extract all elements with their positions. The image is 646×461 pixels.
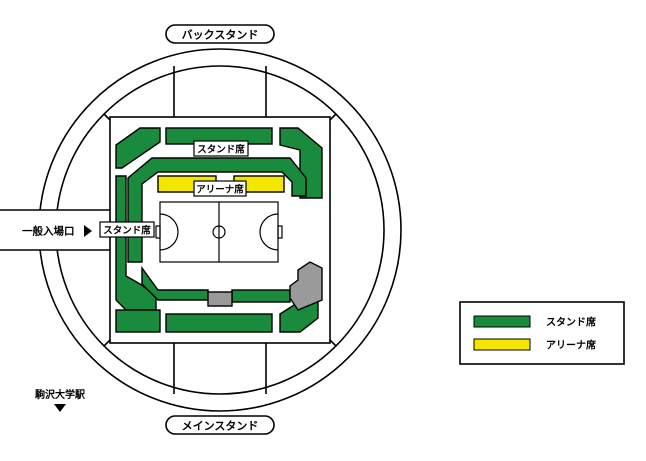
legend: スタンド席 アリーナ席: [459, 301, 625, 365]
gray-section-right: [289, 261, 323, 311]
entrance-label: 一般入場口: [22, 225, 92, 238]
stand-seat-left-label: スタンド席: [99, 221, 155, 238]
main-stand-label: メインスタンド: [165, 415, 275, 435]
arena-seat-label: アリーナ席: [193, 180, 247, 197]
arena-seat-text: アリーナ席: [196, 184, 244, 196]
legend-box: [459, 301, 625, 365]
stand-section-inner-curve: [127, 157, 307, 263]
triangle-right-icon: [84, 225, 92, 237]
stand-section-top-right: [279, 127, 323, 199]
stand-section-top-left: [115, 127, 161, 169]
gray-sections: [207, 261, 323, 311]
court: [155, 201, 283, 263]
gray-section-bottom: [207, 291, 233, 307]
back-stand-text: バックスタンド: [182, 29, 259, 42]
legend-swatch-arena: [473, 338, 531, 351]
back-stand-label: バックスタンド: [165, 24, 275, 44]
legend-label-stand: スタンド席: [546, 316, 596, 329]
triangle-down-icon: [54, 404, 66, 412]
stand-section-bottom-left-edge: [115, 309, 161, 333]
stand-seat-left-text: スタンド席: [103, 225, 151, 237]
station-label: 駒沢大学駅: [34, 388, 86, 412]
entrance-corridor: [0, 209, 118, 251]
legend-label-arena: アリーナ席: [546, 339, 596, 352]
stand-seat-top-label: スタンド席: [193, 140, 249, 157]
stand-seat-top-text: スタンド席: [197, 144, 245, 156]
entrance-text: 一般入場口: [22, 225, 75, 238]
stand-section-bottom-mid: [231, 289, 291, 303]
legend-swatch-stand: [473, 315, 531, 328]
stand-section-bottom-center: [165, 313, 273, 333]
main-stand-text: メインスタンド: [182, 420, 259, 433]
station-text: 駒沢大学駅: [34, 388, 86, 401]
stand-sections: [115, 127, 323, 333]
